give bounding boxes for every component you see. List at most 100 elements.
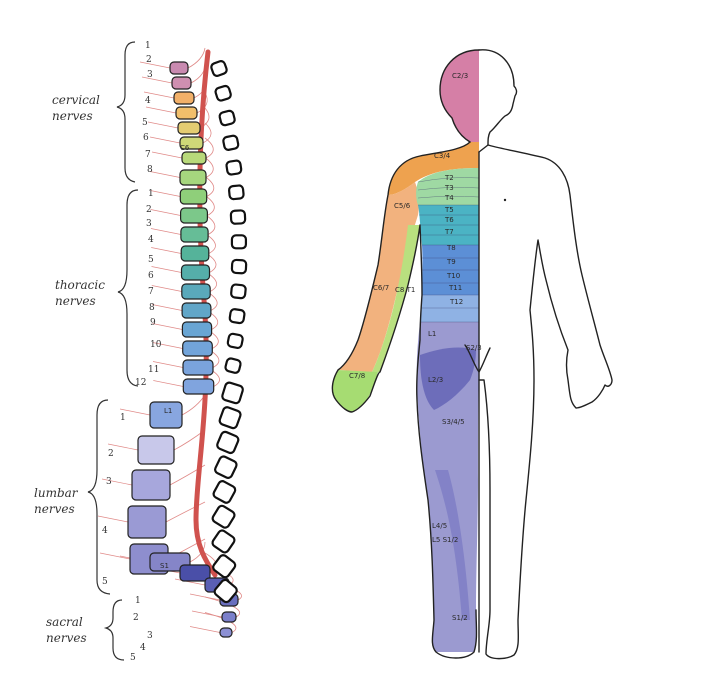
- cervical-label-line1: cervical: [52, 93, 100, 107]
- spinous-process: [211, 504, 236, 529]
- dermatome-label-t9: T9: [446, 258, 456, 266]
- dermatome-label-t10: T10: [446, 272, 460, 280]
- spinous-process: [212, 554, 237, 579]
- vertebra: [149, 401, 183, 429]
- vertebra: [180, 264, 211, 281]
- spinous-process: [218, 406, 242, 430]
- nerve-number-thoracic-5: 5: [148, 255, 154, 265]
- nerve-branch: [97, 515, 129, 523]
- vertebra: [180, 226, 209, 243]
- vertebra: [173, 91, 195, 105]
- vertebra: [219, 627, 233, 638]
- dermatome-chest-upper: [416, 168, 479, 205]
- brace-thoracic: [117, 189, 139, 387]
- thoracic-label-line2: nerves: [55, 294, 96, 308]
- nerve-branch: [101, 478, 133, 486]
- nerve-number-cervical-4: 4: [145, 96, 151, 106]
- spinous-process: [211, 529, 236, 554]
- vertebra: [131, 469, 171, 501]
- spinous-process: [230, 283, 247, 300]
- spinous-process: [225, 159, 243, 176]
- nerve-branch: [99, 552, 131, 560]
- dermatome-label-c23: C2/3: [452, 72, 468, 80]
- dermatome-label-t11: T11: [448, 284, 462, 292]
- vertebra: [221, 611, 237, 623]
- nerve-number-cervical-2: 2: [146, 55, 152, 65]
- spinous-process: [230, 258, 248, 275]
- nerve-number-lumbar-3: 3: [106, 477, 112, 487]
- dermatome-hand: [332, 370, 378, 412]
- nerve-fiber: [202, 122, 212, 144]
- dermatome-label-c6t1: C8 T1: [395, 286, 415, 294]
- torso-right-outline: [478, 144, 613, 660]
- dermatome-label-l23: L2/3: [428, 376, 443, 384]
- dermatome-shin-band: [435, 470, 470, 620]
- nerve-number-lumbar-5: 5: [102, 577, 108, 587]
- thoracic-label-line1: thoracic: [55, 278, 105, 292]
- nipple-mark: [503, 198, 507, 202]
- nerve-number-thoracic-12: 12: [135, 378, 146, 388]
- spinous-process: [227, 184, 245, 201]
- brace-cervical: [116, 41, 136, 183]
- nerve-number-thoracic-6: 6: [148, 271, 154, 281]
- dermatome-label-t5: T5: [444, 206, 454, 214]
- dermatome-label-c8: C7/8: [349, 372, 365, 380]
- dermatome-label-l4: L4/5: [432, 522, 447, 530]
- lumbar-label-line2: nerves: [34, 502, 75, 516]
- dermatome-label-l1: L1: [428, 330, 436, 338]
- nerve-branch: [151, 285, 182, 292]
- vertebra: [180, 245, 210, 262]
- lumbar-label-line1: lumbar: [34, 486, 79, 500]
- vertebra: [180, 207, 209, 224]
- vertebra: [149, 552, 191, 572]
- cervical-label-line2: nerves: [52, 109, 93, 123]
- nerve-branch: [147, 121, 179, 129]
- nerve-number-sacral-4: 4: [140, 643, 146, 653]
- dermatome-label-c67: C6/7: [373, 284, 389, 292]
- vertebral-bodies: [127, 61, 239, 638]
- dermatome-label-s12: S1/2: [452, 614, 468, 622]
- nerve-number-lumbar-2: 2: [108, 449, 114, 459]
- nerve-number-cervical-7: 7: [145, 150, 151, 160]
- spinous-process: [228, 308, 246, 325]
- nerve-fiber: [204, 137, 214, 159]
- vertebra: [182, 378, 215, 395]
- nerve-branch: [145, 106, 177, 114]
- vertebra: [171, 76, 192, 90]
- nerve-number-thoracic-3: 3: [146, 219, 152, 229]
- vertebra: [181, 321, 213, 338]
- head-outline: [478, 49, 518, 153]
- dermatome-head: [440, 50, 479, 152]
- vertebra: [177, 121, 201, 135]
- spinous-process: [214, 455, 238, 479]
- nerve-number-cervical-1: 1: [145, 41, 151, 51]
- vertebra: [179, 188, 208, 205]
- vertebra-label-s1: S1: [160, 562, 169, 570]
- nerve-branch: [149, 136, 181, 144]
- vertebra: [179, 136, 204, 150]
- dermatome-label-s345: S3/4/5: [442, 418, 465, 426]
- spinous-process: [214, 84, 232, 102]
- dermatome-label-t7: T7: [444, 228, 454, 236]
- vertebra: [175, 106, 198, 120]
- nerve-fiber: [181, 394, 206, 416]
- vertebra: [127, 505, 167, 539]
- dermatome-label-l5s1: L5 S1/2: [432, 536, 458, 544]
- nerve-branch: [150, 228, 181, 235]
- sacral-label-line2: nerves: [46, 631, 87, 645]
- nerve-number-sacral-5: 5: [130, 653, 136, 663]
- dermatome-label-t2: T2: [444, 174, 454, 182]
- nerve-number-sacral-1: 1: [135, 596, 141, 606]
- spinous-process: [224, 357, 242, 374]
- spinous-process: [213, 578, 238, 604]
- nerve-branch: [150, 209, 181, 216]
- nerve-number-cervical-6: 6: [143, 133, 149, 143]
- nerve-branch: [151, 266, 182, 273]
- vertebra-label-l1: L1: [164, 407, 172, 415]
- nerve-fiber: [187, 47, 206, 69]
- nerve-number-cervical-5: 5: [142, 118, 148, 128]
- dermatome-band-lines: [417, 177, 480, 323]
- nerve-branch: [141, 76, 173, 84]
